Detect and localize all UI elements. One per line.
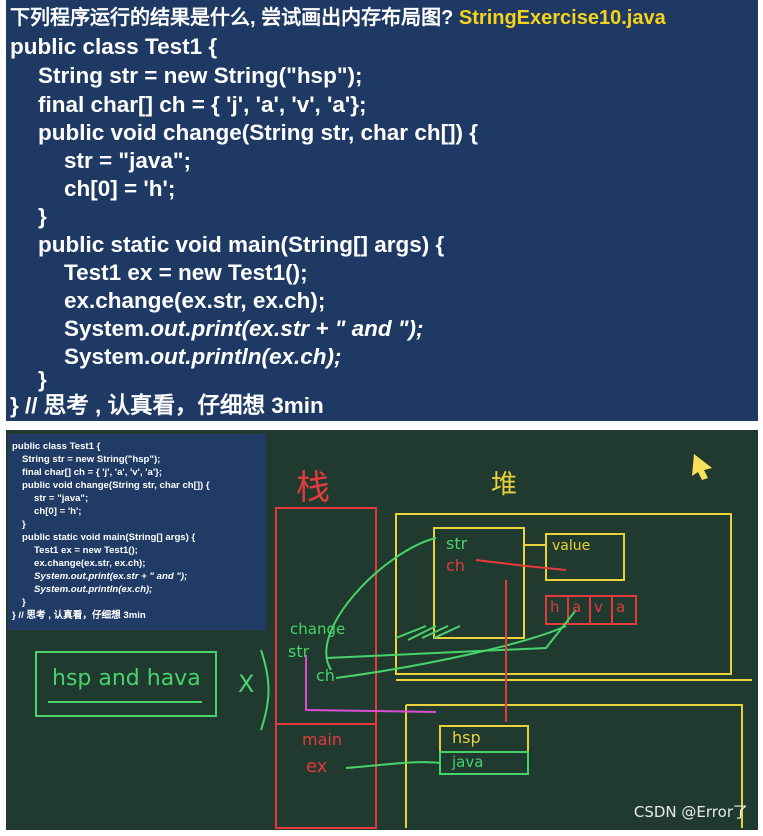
cursor-icon [692,454,712,480]
thumb-line-13: } [22,597,26,608]
watermark: CSDN @Error了 [633,803,748,821]
result-box [35,651,217,717]
crossed-out-arrow [395,625,461,641]
heap-label: 堆 [491,470,518,500]
code-line-4: public void change(String str, char ch[]… [38,120,479,145]
code-slide: 下列程序运行的结果是什么, 尝试画出内存布局图? StringExercise1… [6,0,758,421]
code-line-3: final char[] ch = { 'j', 'a', 'v', 'a'}; [38,92,367,117]
change-frame-label: change [290,620,346,638]
slide-title: 下列程序运行的结果是什么, 尝试画出内存布局图? StringExercise1… [10,4,666,32]
main-frame-label: main [302,730,342,749]
stack-to-object-arrow [325,537,437,671]
ch-field-label: ch [446,556,465,575]
thumb-line-7: } [22,519,26,530]
thumb-line-5: str = "java"; [34,493,89,504]
ch-to-array-arrow [475,559,567,571]
code-line-9: Test1 ex = new Test1(); [64,260,308,285]
change-ch-arrow [335,625,567,679]
slide-title-filename: StringExercise10.java [458,7,666,29]
thumbnail-slide: public class Test1 { String str = new St… [8,434,266,630]
thumb-line-9: Test1 ex = new Test1(); [34,545,138,556]
thumb-line-6: ch[0] = 'h'; [34,506,82,517]
code-line-13: } [38,367,47,392]
code-line-10: ex.change(ex.str, ex.ch); [64,288,326,313]
code-line-6: ch[0] = 'h'; [64,176,176,201]
ex-var-label: ex [306,756,328,777]
code-line-11: System.out.print(ex.str + " and "); [64,315,424,343]
output-result-label: hsp and hava [52,666,201,691]
code-line-7: } [38,204,47,229]
code-println-call: out.println(ex.ch); [150,344,342,369]
change-str-arrow [325,609,577,659]
heap-upper-box [395,513,732,675]
code-line-2: String str = new String("hsp"); [38,63,363,88]
constant-pool-box [396,679,752,828]
slide-title-question: 下列程序运行的结果是什么, 尝试画出内存布局图? [10,7,454,29]
code-footer: } // 思考 , 认真看，仔细想 3min [10,393,324,418]
array-char-1: a [572,598,582,616]
thumb-line-4: public void change(String str, char ch[]… [22,480,210,491]
thumb-line-8: public static void main(String[] args) { [22,532,196,543]
code-println-prefix: System. [64,344,151,369]
code-line-12: System.out.println(ex.ch); [64,343,342,371]
change-ch-label: ch [316,666,335,685]
array-char-0: h [550,598,560,616]
value-box [545,533,625,581]
memory-diagram [35,454,752,829]
str-to-java-arrow [305,655,437,713]
array-char-2: v [594,598,603,616]
test1-object-box [433,527,525,639]
code-line-8: public static void main(String[] args) { [38,232,445,257]
str-field-label: str [446,534,468,553]
thumb-line-14: } // 思考 , 认真看，仔细想 3min [12,610,146,621]
code-print-prefix: System. [64,316,151,341]
blackboard-video: public class Test1 { String str = new St… [6,430,758,830]
thumb-line-3: final char[] ch = { 'j', 'a', 'v', 'a'}; [22,467,163,478]
thumb-line-11: System.out.print(ex.str + " and "); [34,571,188,582]
thumb-line-10: ex.change(ex.str, ex.ch); [34,558,146,569]
thumb-line-1: public class Test1 { [12,441,101,452]
code-line-5: str = "java"; [64,148,192,173]
array-char-3: a [616,598,626,616]
code-print-call: out.print(ex.str + " and "); [150,316,424,341]
thumb-line-12: System.out.println(ex.ch); [34,584,153,595]
code-line-1: public class Test1 { [10,34,218,59]
hsp-const-label: hsp [452,728,481,747]
stack-label: 栈 [296,468,330,508]
change-str-label: str [288,642,310,661]
thumb-line-2: String str = new String("hsp"); [22,454,161,465]
stack-frame-box [275,507,377,829]
java-const-label: java [452,753,484,771]
ex-arrow [345,761,441,769]
value-label: value [552,538,591,554]
cross-mark: X [238,670,255,698]
